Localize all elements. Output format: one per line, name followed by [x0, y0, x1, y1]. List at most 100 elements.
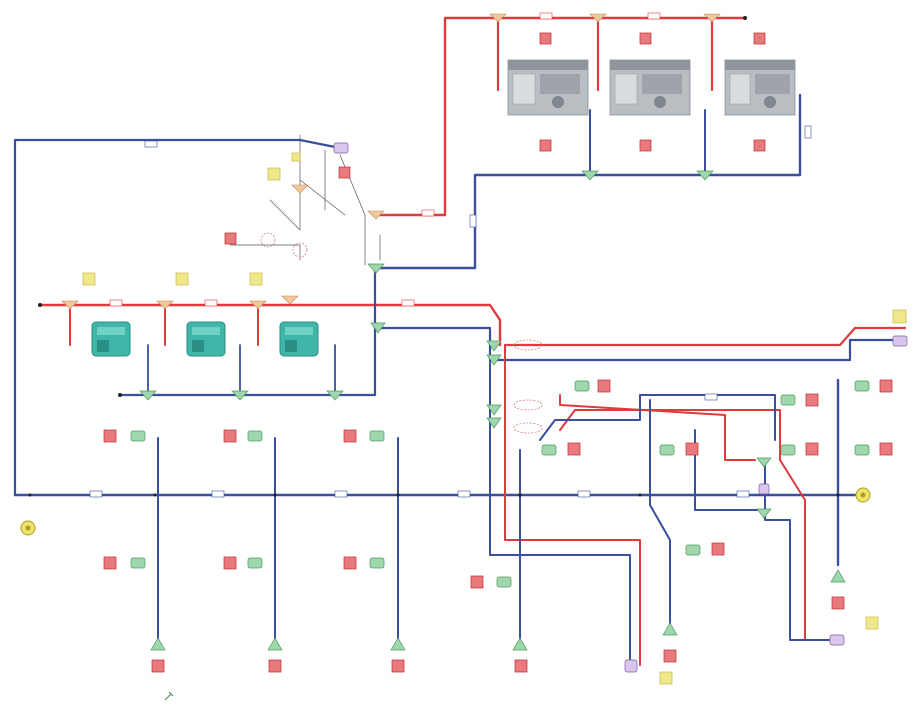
chiller-unit-icon[interactable] — [609, 59, 691, 116]
sensor-block-icon[interactable] — [639, 139, 652, 152]
sensor-block-icon[interactable] — [223, 429, 237, 443]
pump-icon[interactable] — [662, 622, 678, 636]
valve-icon[interactable] — [61, 300, 79, 310]
heat-exchanger-icon[interactable] — [513, 339, 543, 351]
pump-icon[interactable] — [854, 444, 870, 456]
pump-icon[interactable] — [247, 557, 263, 569]
valve-icon[interactable] — [703, 13, 721, 23]
sensor-block-icon[interactable] — [831, 596, 845, 610]
pump-icon[interactable] — [574, 380, 590, 392]
pump-icon[interactable] — [696, 170, 714, 181]
sensor-block-icon[interactable] — [103, 429, 117, 443]
pump-icon[interactable] — [367, 263, 385, 274]
pump-icon[interactable] — [756, 457, 772, 468]
pump-icon[interactable] — [130, 557, 146, 569]
pump-icon[interactable] — [659, 444, 675, 456]
boiler-unit-icon[interactable] — [186, 321, 226, 357]
valve-icon[interactable] — [489, 13, 507, 23]
valve-icon[interactable] — [291, 184, 309, 194]
yellow-block-icon[interactable] — [291, 152, 301, 162]
yellow-block-icon[interactable] — [892, 309, 907, 324]
pump-icon[interactable] — [486, 354, 502, 366]
pump-icon[interactable] — [326, 390, 344, 401]
heat-exchanger-icon[interactable] — [513, 399, 543, 411]
sensor-block-icon[interactable] — [539, 32, 552, 45]
valve-group — [61, 13, 721, 310]
yellow-block-icon[interactable] — [865, 616, 879, 630]
valve-icon[interactable] — [367, 210, 385, 220]
pump-icon[interactable] — [581, 170, 599, 181]
pump-icon[interactable] — [369, 557, 385, 569]
pump-icon[interactable] — [541, 444, 557, 456]
pump-icon[interactable] — [486, 404, 502, 416]
mixing-unit-icon[interactable] — [624, 659, 638, 673]
yellow-block-icon[interactable] — [249, 272, 263, 286]
pump-icon[interactable] — [486, 340, 502, 352]
sensor-block-icon[interactable] — [639, 32, 652, 45]
sensor-block-icon[interactable] — [224, 232, 237, 245]
yellow-block-icon[interactable] — [267, 167, 281, 181]
source-terminal-icon[interactable] — [855, 487, 871, 503]
valve-icon[interactable] — [156, 300, 174, 310]
sensor-block-icon[interactable] — [711, 542, 725, 556]
pump-icon[interactable] — [512, 637, 528, 651]
mixing-unit-icon[interactable] — [333, 142, 349, 154]
pump-icon[interactable] — [370, 322, 386, 334]
boiler-unit-icon[interactable] — [279, 321, 319, 357]
valve-icon[interactable] — [249, 300, 267, 310]
mixing-unit-icon[interactable] — [829, 634, 845, 646]
pump-icon[interactable] — [369, 430, 385, 442]
pump-icon[interactable] — [486, 417, 502, 429]
sensor-block-icon[interactable] — [268, 659, 282, 673]
pump-icon[interactable] — [685, 544, 701, 556]
chiller-unit-icon[interactable] — [724, 59, 796, 116]
sensor-block-icon[interactable] — [805, 442, 819, 456]
sensor-block-icon[interactable] — [470, 575, 484, 589]
pump-icon[interactable] — [780, 444, 796, 456]
sensor-block-icon[interactable] — [539, 139, 552, 152]
sensor-block-icon[interactable] — [103, 556, 117, 570]
source-terminal-icon[interactable] — [20, 520, 36, 536]
pump-icon[interactable] — [150, 637, 166, 651]
pump-icon[interactable] — [780, 394, 796, 406]
boiler-unit-icon[interactable] — [91, 321, 131, 357]
sensor-block-icon[interactable] — [753, 139, 766, 152]
sensor-block-icon[interactable] — [223, 556, 237, 570]
sensor-block-icon[interactable] — [567, 442, 581, 456]
chiller-unit-icon[interactable] — [507, 59, 589, 116]
yellow-block-icon[interactable] — [175, 272, 189, 286]
pump-icon[interactable] — [756, 508, 772, 519]
heat-exchanger-icon[interactable] — [260, 232, 276, 248]
pump-icon[interactable] — [390, 637, 406, 651]
sensor-block-icon[interactable] — [391, 659, 405, 673]
sensor-block-icon[interactable] — [879, 379, 893, 393]
valve-icon[interactable] — [281, 295, 299, 305]
sensor-block-icon[interactable] — [338, 166, 351, 179]
pump-icon[interactable] — [830, 569, 846, 583]
pump-icon[interactable] — [231, 390, 249, 401]
pump-icon[interactable] — [247, 430, 263, 442]
sensor-block-icon[interactable] — [151, 659, 165, 673]
yellow-block-icon[interactable] — [82, 272, 96, 286]
sensor-block-icon[interactable] — [753, 32, 766, 45]
sensor-block-icon[interactable] — [879, 442, 893, 456]
sensor-block-icon[interactable] — [685, 442, 699, 456]
sensor-block-icon[interactable] — [663, 649, 677, 663]
pump-icon[interactable] — [139, 390, 157, 401]
pump-icon[interactable] — [267, 637, 283, 651]
sensor-block-icon[interactable] — [514, 659, 528, 673]
mixing-unit-icon[interactable] — [892, 335, 908, 347]
pump-icon[interactable] — [496, 576, 512, 588]
sensor-block-icon[interactable] — [805, 393, 819, 407]
sensor-block-icon[interactable] — [343, 429, 357, 443]
heat-exchanger-icon[interactable] — [292, 242, 308, 258]
pump-icon[interactable] — [854, 380, 870, 392]
heat-exchanger-icon[interactable] — [513, 422, 543, 434]
blue-pipe-mid-a — [489, 359, 631, 666]
pump-icon[interactable] — [130, 430, 146, 442]
yellow-block-icon[interactable] — [659, 671, 673, 685]
valve-icon[interactable] — [589, 13, 607, 23]
sensor-block-icon[interactable] — [343, 556, 357, 570]
sensor-block-icon[interactable] — [597, 379, 611, 393]
mixing-unit-icon[interactable] — [758, 483, 770, 495]
